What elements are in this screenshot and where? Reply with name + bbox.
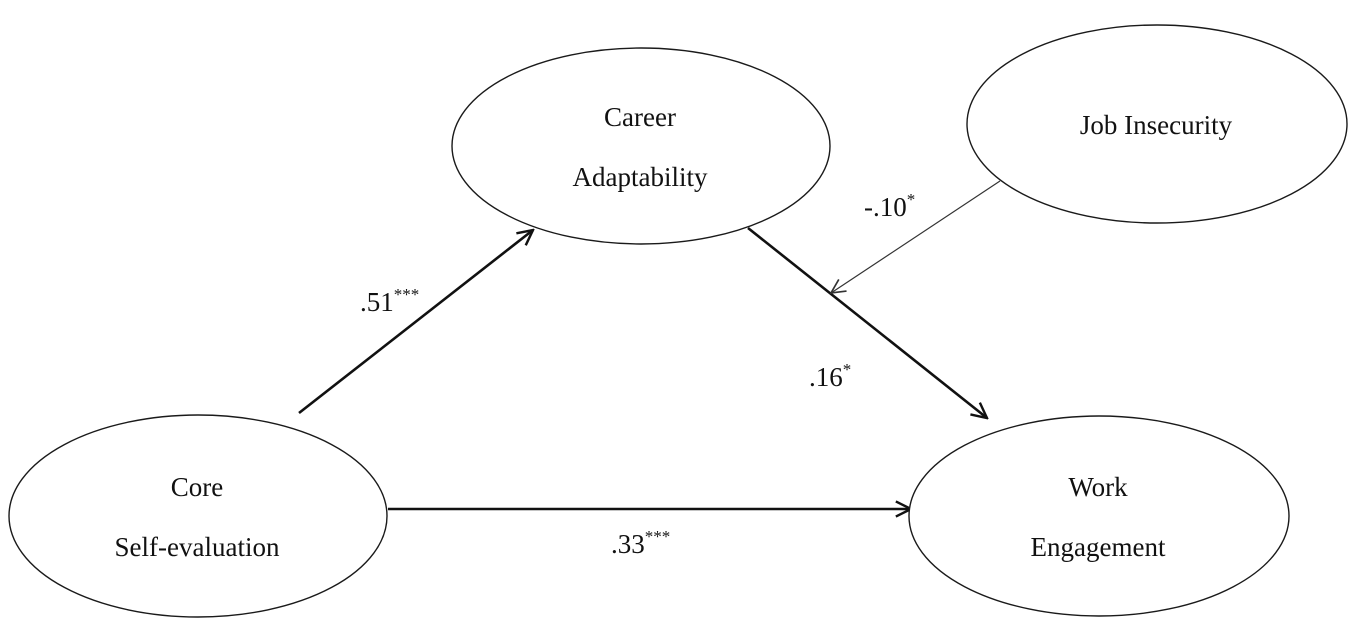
node-job-insecurity-label: Job Insecurity	[1080, 110, 1233, 140]
coef-ji-moderation-value: -.10	[864, 192, 907, 222]
node-career-adaptability: Career Adaptability	[451, 47, 831, 245]
node-career-adaptability-line2: Adaptability	[573, 162, 708, 192]
coef-cse-to-we-value: .33	[611, 529, 645, 559]
coef-ca-to-we-value: .16	[809, 362, 843, 392]
arrow-ji-moderation	[831, 180, 1001, 293]
coef-ji-moderation: -.10*	[864, 190, 915, 222]
node-work-engagement-line2: Engagement	[1031, 532, 1166, 562]
arrow-ca-to-we	[747, 226, 987, 418]
coef-ji-moderation-sig: *	[907, 190, 916, 209]
arrow-cse-to-ca	[298, 230, 533, 415]
coef-ca-to-we: .16*	[809, 360, 851, 392]
coef-ca-to-we-sig: *	[843, 360, 852, 379]
node-work-engagement: Work Engagement	[908, 415, 1290, 617]
coef-cse-to-ca-sig: ***	[394, 285, 420, 304]
node-career-adaptability-line1: Career	[604, 102, 676, 132]
node-core-self-evaluation: Core Self-evaluation	[8, 414, 388, 618]
node-job-insecurity: Job Insecurity	[966, 24, 1348, 224]
node-core-self-evaluation-line2: Self-evaluation	[115, 532, 280, 562]
coef-cse-to-we-sig: ***	[645, 527, 671, 546]
coef-cse-to-we: .33***	[611, 527, 670, 559]
node-work-engagement-line1: Work	[1068, 472, 1128, 502]
node-core-self-evaluation-line1: Core	[171, 472, 224, 502]
coef-cse-to-ca: .51***	[360, 285, 419, 317]
coef-cse-to-ca-value: .51	[360, 287, 394, 317]
